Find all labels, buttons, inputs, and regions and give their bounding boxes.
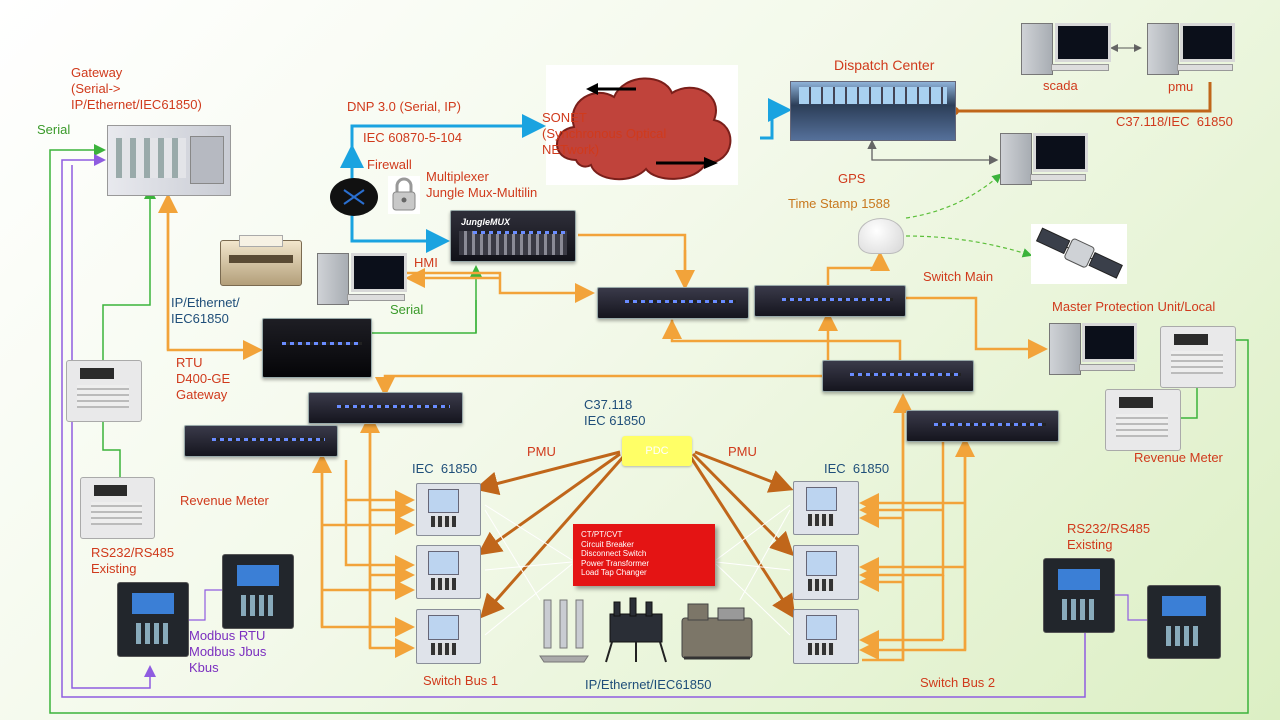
master-protection-computer [1047, 320, 1138, 376]
pmu-computer [1145, 20, 1236, 76]
ied-bus2-1 [793, 481, 859, 535]
label-ip-eth-left: IP/Ethernet/ IEC61850 [171, 295, 240, 326]
revenue-meter-left-top [66, 360, 142, 422]
switch-right-mid [822, 360, 974, 392]
multiplexer-device: JungleMUX [450, 210, 576, 262]
label-modbus: Modbus RTU Modbus Jbus Kbus [189, 628, 267, 675]
label-gps: GPS [838, 171, 866, 186]
pmu-line [474, 450, 621, 496]
purple-modbus-line [71, 165, 156, 689]
ied-bus1-1 [416, 483, 481, 536]
satellite-icon [1031, 224, 1127, 284]
switch-bus1-left [184, 425, 338, 457]
label-iec60870: IEC 60870-5-104 [363, 130, 463, 145]
label-ip-eth-bottom: IP/Ethernet/IEC61850 [585, 677, 712, 692]
label-switch-bus-1: Switch Bus 1 [423, 673, 499, 688]
label-c37-118: C37.118 IEC 61850 [584, 397, 646, 428]
label-firewall: Firewall [367, 157, 412, 172]
label-dnp: DNP 3.0 (Serial, IP) [347, 99, 461, 114]
label-serial-left: Serial [37, 122, 71, 137]
scada-computer [1019, 20, 1112, 76]
label-iec61850-right: IEC 61850 [824, 461, 890, 476]
label-pmu-right: PMU [728, 444, 757, 459]
ied-bus2-3 [793, 609, 859, 664]
ied-bus1-3 [416, 609, 481, 664]
label-switch-main: Switch Main [923, 269, 994, 284]
gateway-device [107, 125, 231, 196]
switch-main-left [597, 287, 749, 319]
label-hmi: HMI [414, 255, 438, 270]
label-serial-mid: Serial [390, 302, 424, 317]
label-iec61850-left: IEC 61850 [412, 461, 478, 476]
label-rtu: RTU D400-GE Gateway [176, 355, 231, 402]
label-pmu-left: PMU [527, 444, 556, 459]
firewall-device [330, 178, 378, 216]
label-dispatch-center: Dispatch Center [834, 57, 935, 73]
gps-receiver [858, 218, 904, 254]
revenue-meter-left-bottom [80, 477, 155, 539]
label-gateway: Gateway (Serial-> IP/Ethernet/IEC61850) [71, 65, 202, 112]
pdc-box: PDC [622, 436, 692, 466]
relay-right-2 [1147, 585, 1221, 659]
ied-bus1-2 [416, 545, 481, 599]
switch-bus1-top [308, 392, 463, 424]
relay-right-1 [1043, 558, 1115, 633]
label-time-stamp: Time Stamp 1588 [788, 196, 891, 211]
label-pmu-top: pmu [1168, 79, 1194, 94]
hv-equipment-image [539, 597, 753, 663]
label-c37-iec: C37.118/IEC 61850 [1116, 114, 1233, 129]
relay-left-2 [222, 554, 294, 629]
green-loop-line [49, 144, 1249, 714]
relay-left-1 [117, 582, 189, 657]
label-master-protection: Master Protection Unit/Local [1052, 299, 1216, 314]
label-revenue-meter-right: Revenue Meter [1134, 450, 1223, 465]
lock-icon [388, 176, 420, 214]
label-rs232-right: RS232/RS485 Existing [1067, 521, 1151, 552]
revenue-meter-right-top [1160, 326, 1236, 388]
label-rs232-left: RS232/RS485 Existing [91, 545, 175, 576]
dispatch-pc [998, 130, 1089, 186]
label-sonet: SONET (Synchronous Optical NETwork) [542, 110, 667, 157]
ied-bus2-2 [793, 545, 859, 600]
sonet-cloud [546, 65, 738, 185]
rtu-device [262, 318, 372, 378]
equipment-list-box: CT/PT/CVT Circuit Breaker Disconnect Swi… [573, 524, 715, 586]
switch-bus2 [906, 410, 1059, 442]
label-scada: scada [1043, 78, 1078, 93]
revenue-meter-right-bottom [1105, 389, 1181, 451]
purple-loop-line [61, 154, 1086, 698]
label-multiplexer: Multiplexer Jungle Mux-Multilin [426, 169, 538, 200]
label-switch-bus-2: Switch Bus 2 [920, 675, 996, 690]
label-revenue-meter-left: Revenue Meter [180, 493, 269, 508]
dispatch-center-image [790, 81, 956, 141]
printer-device [220, 235, 302, 286]
hmi-computer [315, 250, 408, 306]
switch-main-right [754, 285, 906, 317]
